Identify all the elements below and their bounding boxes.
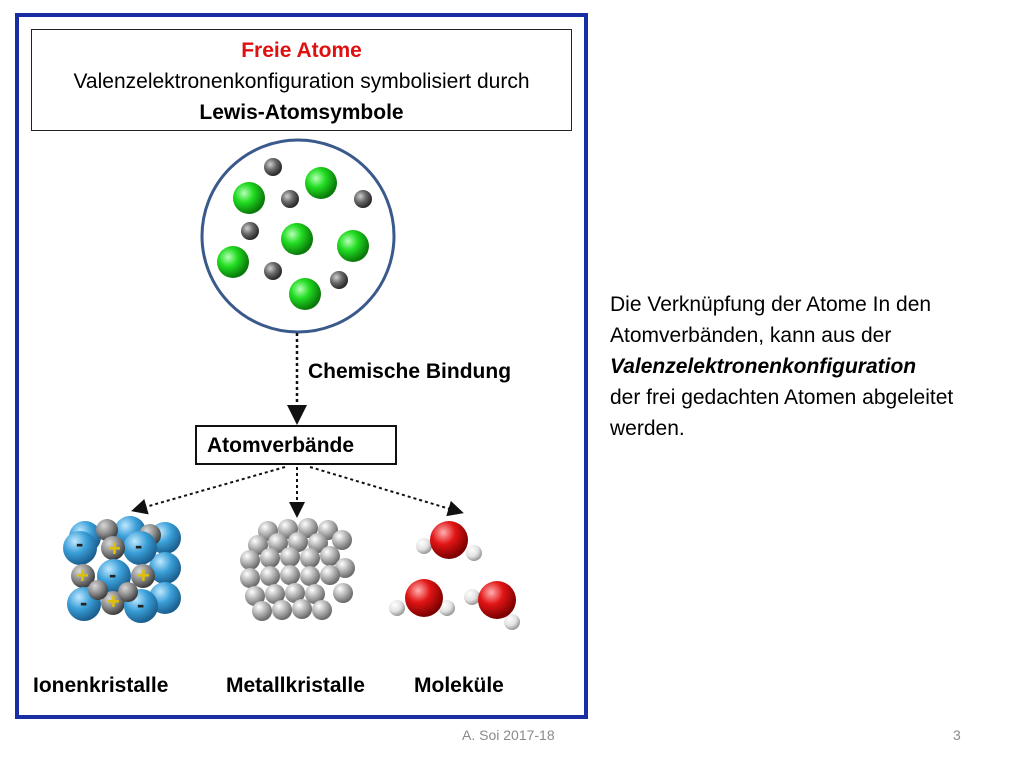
explanation-line: Die Verknüpfung der Atome In den xyxy=(610,293,932,316)
diagram-frame xyxy=(15,13,588,719)
page-number: 3 xyxy=(953,727,961,743)
title-lewis: Lewis-Atomsymbole xyxy=(199,101,404,124)
atomverbaende-box: Atomverbände xyxy=(195,425,397,465)
explanation-text: Die Verknüpfung der Atome In den Atomver… xyxy=(610,289,1010,444)
green-atom xyxy=(233,182,265,214)
anion-sign: - xyxy=(109,562,116,587)
title-heading: Freie Atome xyxy=(241,39,362,62)
anion-sign: - xyxy=(76,531,83,556)
cation-sign: + xyxy=(107,589,120,614)
ion-charge-signs: - - + + - + - + - xyxy=(76,531,150,617)
green-atom xyxy=(305,167,337,199)
cation-sign: + xyxy=(76,563,89,588)
explanation-emphasis: Valenzelektronenkonfiguration xyxy=(610,355,917,378)
cation-sign: + xyxy=(137,563,150,588)
anion-sign: - xyxy=(135,533,142,558)
explanation-line: Atomverbänden, kann aus der xyxy=(610,324,892,347)
title-box: Freie Atome Valenzelektronenkonfiguratio… xyxy=(31,29,572,131)
grey-atom xyxy=(264,262,282,280)
cation-sign: + xyxy=(108,536,121,561)
molecules-label: Moleküle xyxy=(414,674,504,697)
grey-atom xyxy=(281,190,299,208)
explanation-line: der frei gedachten Atomen abgeleitet xyxy=(610,386,954,409)
molecules-image xyxy=(389,521,520,630)
grey-atom xyxy=(264,158,282,176)
ionic-crystals-label: Ionenkristalle xyxy=(33,674,169,697)
grey-atom xyxy=(354,190,372,208)
grey-atom xyxy=(241,222,259,240)
green-atom xyxy=(337,230,369,262)
footer-author: A. Soi 2017-18 xyxy=(462,727,555,743)
free-atoms-group xyxy=(217,158,372,310)
ionic-crystal-image xyxy=(63,516,181,623)
anion-sign: - xyxy=(80,590,87,615)
green-atom xyxy=(281,223,313,255)
green-atom xyxy=(289,278,321,310)
green-atom xyxy=(217,246,249,278)
metal-crystals-label: Metallkristalle xyxy=(226,674,365,697)
chemical-bond-label: Chemische Bindung xyxy=(308,360,512,383)
arrow-to-molecules xyxy=(309,466,464,517)
anion-sign: - xyxy=(137,592,144,617)
title-subtitle: Valenzelektronenkonfiguration symbolisie… xyxy=(73,70,530,93)
arrow-to-ionic xyxy=(131,466,286,515)
atomverbaende-label: Atomverbände xyxy=(207,434,355,457)
explanation-line: werden. xyxy=(610,417,685,440)
metal-crystal-image xyxy=(240,518,355,621)
grey-atom xyxy=(330,271,348,289)
